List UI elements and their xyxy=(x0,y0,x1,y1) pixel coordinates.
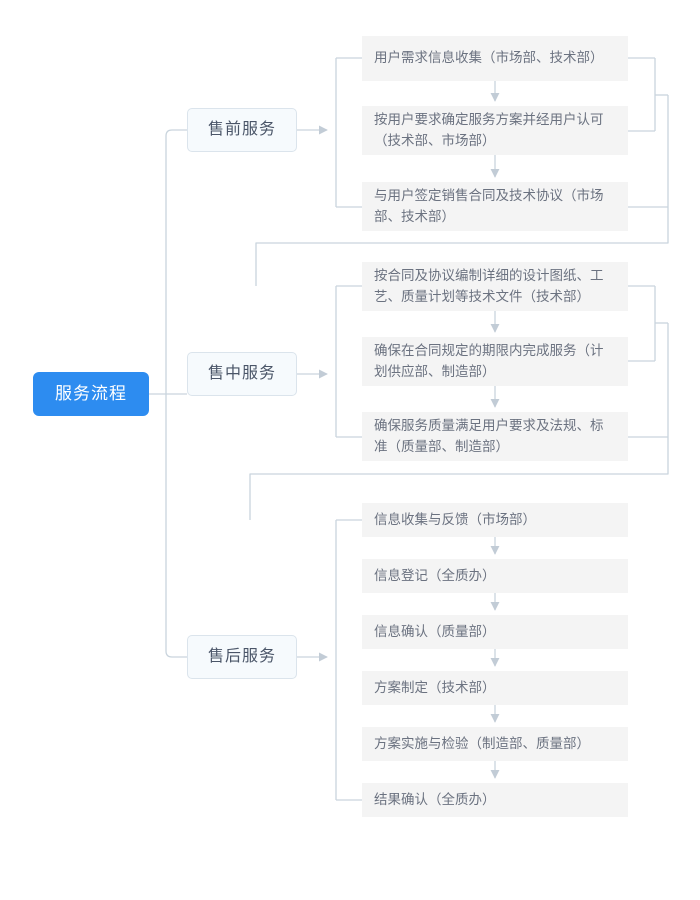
step-node-label: 按用户要求确定服务方案并经用户认可（技术部、市场部） xyxy=(374,111,604,148)
branch-node-after-sales[interactable]: 售后服务 xyxy=(187,635,297,679)
step-node-label: 结果确认（全质办） xyxy=(374,791,496,807)
step-node-label: 信息收集与反馈（市场部） xyxy=(374,511,536,527)
step-node[interactable]: 按用户要求确定服务方案并经用户认可（技术部、市场部） xyxy=(362,106,628,155)
step-node-label: 与用户签定销售合同及技术协议（市场部、技术部） xyxy=(374,187,604,224)
branch-node-pre-sales[interactable]: 售前服务 xyxy=(187,108,297,152)
branch-node-in-sales[interactable]: 售中服务 xyxy=(187,352,297,396)
trunk-to-pre-sales xyxy=(165,129,187,394)
step-node-label: 方案制定（技术部） xyxy=(374,679,496,695)
step-node-label: 信息登记（全质办） xyxy=(374,567,496,583)
branch-node-pre-sales-label: 售前服务 xyxy=(207,121,276,139)
step-node[interactable]: 结果确认（全质办） xyxy=(362,783,628,817)
step-node-label: 用户需求信息收集（市场部、技术部） xyxy=(374,50,604,66)
step-node-label: 方案实施与检验（制造部、质量部） xyxy=(374,735,590,751)
step-node-label: 确保服务质量满足用户要求及法规、标准（质量部、制造部） xyxy=(374,417,604,454)
step-node[interactable]: 确保服务质量满足用户要求及法规、标准（质量部、制造部） xyxy=(362,412,628,461)
branch-node-in-sales-label: 售中服务 xyxy=(207,365,276,383)
step-node[interactable]: 信息登记（全质办） xyxy=(362,559,628,593)
step-node[interactable]: 信息收集与反馈（市场部） xyxy=(362,503,628,537)
step-node[interactable]: 确保在合同规定的期限内完成服务（计划供应部、制造部） xyxy=(362,337,628,386)
root-node-label: 服务流程 xyxy=(55,383,127,403)
root-node[interactable]: 服务流程 xyxy=(33,372,149,416)
step-node-label: 按合同及协议编制详细的设计图纸、工艺、质量计划等技术文件（技术部） xyxy=(374,267,604,304)
step-node-label: 信息确认（质量部） xyxy=(374,623,496,639)
step-node[interactable]: 按合同及协议编制详细的设计图纸、工艺、质量计划等技术文件（技术部） xyxy=(362,262,628,311)
trunk-to-after-sales xyxy=(165,394,187,658)
step-node-label: 确保在合同规定的期限内完成服务（计划供应部、制造部） xyxy=(374,342,604,379)
step-node[interactable]: 与用户签定销售合同及技术协议（市场部、技术部） xyxy=(362,182,628,231)
branch-node-after-sales-label: 售后服务 xyxy=(207,648,276,666)
step-node[interactable]: 方案实施与检验（制造部、质量部） xyxy=(362,727,628,761)
step-node[interactable]: 用户需求信息收集（市场部、技术部） xyxy=(362,36,628,81)
step-node[interactable]: 信息确认（质量部） xyxy=(362,615,628,649)
step-node[interactable]: 方案制定（技术部） xyxy=(362,671,628,705)
